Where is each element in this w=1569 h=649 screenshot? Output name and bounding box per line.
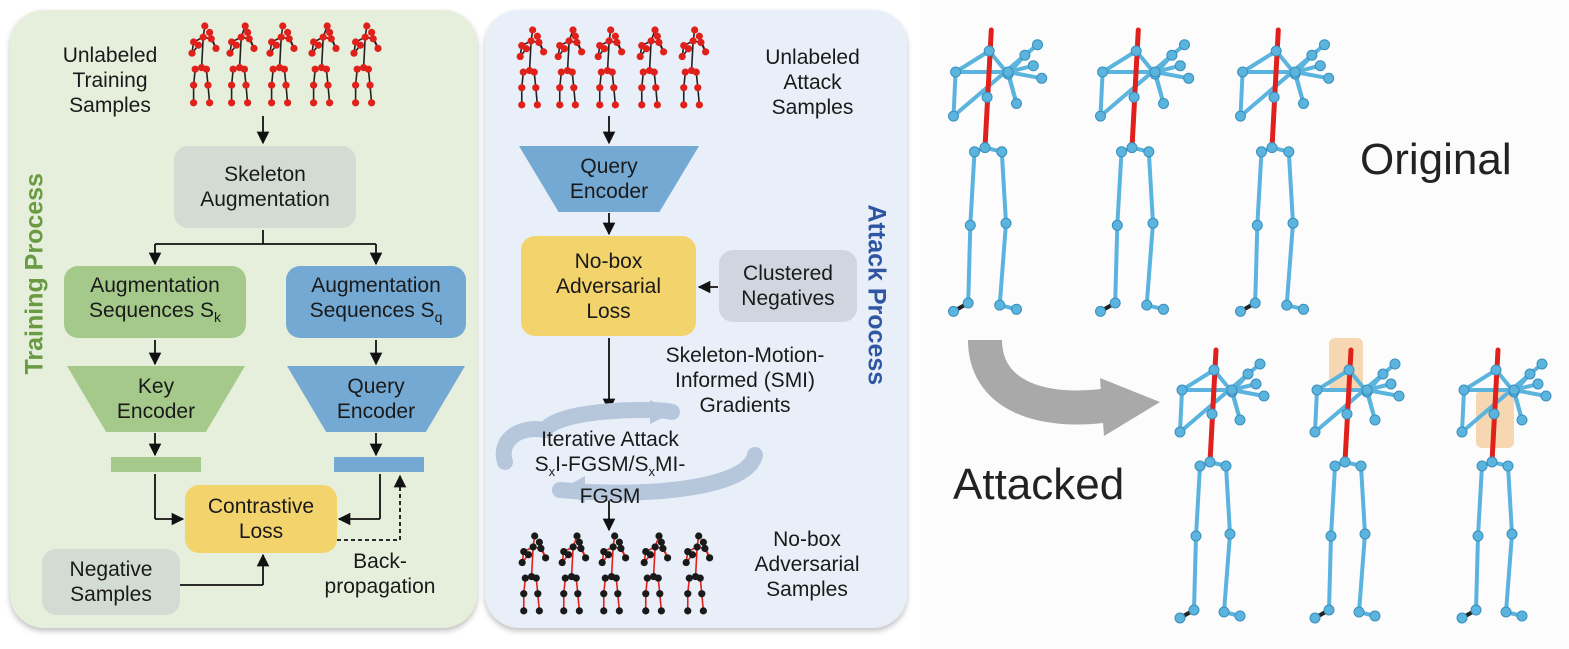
adversarial-sample-skeleton-1: [558, 532, 590, 615]
original-skeleton-1: [1095, 27, 1195, 317]
attack-sample-skeleton-2: [594, 26, 626, 109]
unlabeled-attack-samples-label: Unlabeled Attack Samples: [765, 46, 860, 119]
original-skeleton-2: [1235, 27, 1335, 317]
loop-arrowhead-top: [650, 400, 674, 424]
adversarial-sample-skeleton-3: [640, 532, 672, 615]
key-embedding-bar: [111, 457, 201, 472]
adversarial-sample-skeleton-2: [598, 532, 630, 615]
no-box-adversarial-samples-label: No-box Adversarial Samples: [754, 528, 860, 601]
loop-arc-left: [495, 421, 553, 470]
loop-arc-bottom: [552, 447, 763, 501]
backpropagation-label: Back- propagation: [324, 550, 436, 598]
attack-sample-skeleton-4: [678, 26, 710, 109]
unlabeled-training-samples-label: Unlabeled Training Samples: [62, 44, 158, 117]
original-skeleton-0: [948, 27, 1048, 317]
attack-sample-skeleton-0: [516, 26, 548, 109]
query-embedding-bar: [334, 457, 424, 472]
figure-background: [920, 0, 1569, 649]
training-sample-skeleton-2: [266, 22, 298, 107]
adversarial-sample-skeleton-4: [682, 532, 714, 615]
fgsm-methods-label: SxI-FGSM/SxMI-FGSM: [534, 453, 686, 509]
original-label: Original: [1360, 135, 1512, 184]
attacked-skeleton-0: [1174, 347, 1270, 624]
attacked-skeleton-1: [1309, 338, 1405, 624]
adversarial-sample-skeleton-0: [518, 532, 550, 615]
attacked-skeleton-2: [1456, 347, 1552, 624]
loop-arrowhead-bottom: [560, 476, 585, 503]
attacked-label: Attacked: [953, 460, 1125, 509]
training-sample-skeleton-1: [226, 22, 258, 107]
transition-arrow-head: [1100, 378, 1160, 436]
attack-sample-skeleton-1: [554, 26, 586, 109]
iterative-attack-label: Iterative Attack SxI-FGSM/SxMI-FGSM: [505, 427, 715, 509]
training-sample-skeleton-0: [188, 22, 220, 107]
training-sample-skeleton-4: [350, 22, 382, 107]
smi-gradients-label: Skeleton-Motion- Informed (SMI) Gradient…: [665, 344, 825, 417]
attack-sample-skeleton-3: [636, 26, 668, 109]
training-sample-skeleton-3: [308, 22, 340, 107]
transition-arrow-body: [968, 338, 1113, 425]
